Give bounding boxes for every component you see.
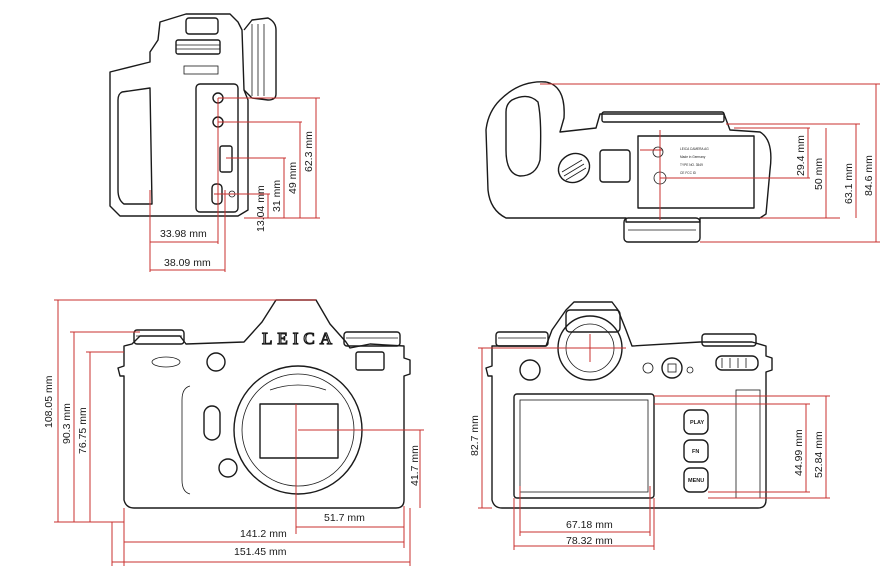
top-view-mode-dial [557,152,591,184]
lens-release-button [218,458,238,478]
red-dot-logo [206,352,226,372]
back-view-right-dial [701,333,757,347]
side-view-grip [117,87,153,205]
dim-49: 49 mm [287,162,299,194]
svg-text:TYPE NO. 3549: TYPE NO. 3549 [680,163,703,167]
svg-text:CE FCC ID: CE FCC ID [680,171,697,175]
fn-button: FN [683,439,709,463]
dim-51-7: 51.7 mm [324,512,365,524]
dim-31: 31 mm [271,180,283,212]
dim-141-2: 141.2 mm [240,528,287,540]
dim-90-3: 90.3 mm [61,403,73,444]
front-view-right-dial [343,331,401,347]
front-view-fn-button [203,405,221,441]
dim-13-04: 13.04 mm [255,185,267,232]
back-view-left-dial [495,331,549,347]
top-view-mount-top [601,111,725,123]
brand-logo: LEICA [262,329,337,348]
dim-63-1: 63.1 mm [843,163,855,204]
dim-52-84: 52.84 mm [813,431,825,478]
front-view-left-dial [133,329,185,345]
af-assist-window [355,351,385,371]
top-view: LEICA CAMERA AG Made in Germany TYPE NO.… [485,81,880,243]
play-button: PLAY [683,409,709,435]
front-view: LEICA 108.05 mm 90.3 mm 76.75 mm [43,299,424,566]
side-view-eyecup [243,17,277,101]
side-view: 33.98 mm 38.09 mm 13.04 mm 31 mm 49 mm 6… [109,13,320,272]
top-view-mount-bottom [623,217,701,243]
dim-84-6: 84.6 mm [863,155,875,196]
dim-82-7: 82.7 mm [469,415,481,456]
lcd-screen [513,393,655,499]
dim-44-99: 44.99 mm [793,429,805,476]
dim-67-18: 67.18 mm [566,519,613,531]
side-view-port-door [195,83,239,213]
svg-text:PLAY: PLAY [690,420,704,426]
hdmi-port [219,145,233,173]
svg-text:LEICA CAMERA AG: LEICA CAMERA AG [680,147,709,151]
thumbwheel [715,355,759,371]
back-view-body [485,301,773,509]
power-button [519,359,541,381]
top-view-label-plate [637,135,755,209]
dim-62-3: 62.3 mm [303,131,315,172]
menu-button: MENU [683,467,709,493]
dim-41-7: 41.7 mm [409,445,421,486]
top-view-grip-pad [505,95,542,177]
svg-text:FN: FN [692,449,699,455]
side-view-dial [175,39,221,55]
dim-29-4: 29.4 mm [795,135,807,176]
side-view-body [109,13,249,217]
joystick [661,357,683,379]
dim-33-98: 33.98 mm [160,228,207,240]
top-view-body [485,81,772,223]
dim-108-05: 108.05 mm [43,375,55,428]
dim-50: 50 mm [813,158,825,190]
sensor [259,403,339,459]
evf-housing [565,309,621,333]
dim-38-09: 38.09 mm [164,257,211,269]
dim-76-75: 76.75 mm [77,407,89,454]
svg-text:Made in Germany: Made in Germany [680,155,706,159]
back-view: PLAY FN MENU 82.7 mm 44.99 mm 52.84 mm 6… [469,301,830,550]
dim-78-32: 78.32 mm [566,535,613,547]
dim-151-45: 151.45 mm [234,546,287,558]
top-view-shoe-cover [599,149,631,183]
svg-text:MENU: MENU [688,478,704,484]
